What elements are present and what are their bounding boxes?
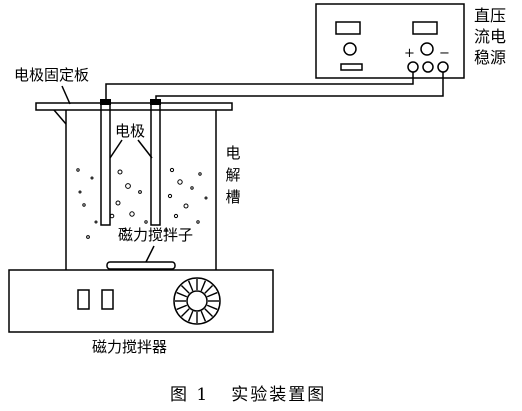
- label-magnetic-stir-bar: 磁力搅拌子: [118, 226, 194, 244]
- bubble: [121, 227, 127, 233]
- bubble: [125, 183, 131, 189]
- dial-rib: [200, 280, 207, 292]
- bubble: [76, 168, 80, 172]
- stirrer-switch-1: [77, 289, 90, 310]
- electrode-left: [100, 100, 111, 226]
- dial-rib: [180, 308, 190, 318]
- magnetic-stir-bar: [106, 261, 176, 270]
- dial-rib: [204, 308, 214, 318]
- plate-support: [53, 109, 67, 125]
- label-electrode-fixing-plate: 电极固定板: [14, 66, 90, 84]
- magnetic-stirrer-base: [8, 269, 274, 333]
- power-knob-left: [343, 42, 357, 56]
- dial-rib: [200, 310, 207, 322]
- label-minus: −: [439, 46, 450, 61]
- bubble: [177, 179, 183, 185]
- bubble: [190, 186, 194, 190]
- bubble: [115, 200, 121, 206]
- bubble: [167, 193, 173, 199]
- label-electrode: 电极: [115, 122, 146, 140]
- bubble: [183, 203, 189, 209]
- electrode-fixing-plate: [35, 102, 233, 111]
- terminal-plus: [407, 61, 419, 73]
- dial-rib: [176, 291, 188, 298]
- screw-right: [150, 99, 161, 105]
- bubble: [94, 220, 98, 224]
- bubble: [164, 228, 168, 232]
- power-switch: [340, 63, 363, 71]
- bubble: [144, 220, 148, 224]
- label-plus: +: [404, 46, 415, 61]
- dial-rib: [204, 284, 214, 294]
- bubble: [109, 213, 115, 219]
- label-power-supply-line2: 流电: [474, 27, 507, 46]
- power-display-right: [412, 21, 438, 35]
- label-magnetic-stirrer: 磁力搅拌器: [92, 338, 168, 356]
- power-display-left: [335, 21, 361, 35]
- figure-number: 图 1: [170, 385, 210, 405]
- dial-rib: [187, 280, 194, 292]
- bubble: [198, 172, 202, 176]
- dial-rib: [176, 304, 188, 311]
- figure-title: 实验装置图: [231, 385, 327, 405]
- label-tank-char-3: 槽: [225, 188, 241, 206]
- dial-rib: [187, 310, 194, 322]
- leader-electrode-left: [109, 139, 123, 159]
- electrolyte-bubbles: [76, 167, 208, 239]
- screw-left: [100, 99, 111, 105]
- dial-rib: [206, 304, 218, 311]
- wire-negative: [155, 72, 444, 101]
- bubble: [196, 220, 200, 224]
- bubble: [86, 235, 90, 239]
- bubble: [117, 169, 123, 175]
- wire-positive: [105, 72, 414, 101]
- stirrer-dial-inner: [186, 290, 208, 312]
- terminal-minus: [437, 61, 449, 73]
- bubble: [129, 211, 135, 217]
- stirrer-dial-ribs: [175, 279, 219, 323]
- electrode-right: [150, 100, 161, 226]
- bubble: [90, 176, 94, 180]
- figure-caption: 图 1 实验装置图: [170, 380, 326, 405]
- terminal-middle: [422, 61, 434, 73]
- power-supply-box: [315, 3, 465, 79]
- stirrer-switch-2: [101, 289, 114, 310]
- dial-rib: [206, 291, 218, 298]
- bubble: [169, 167, 175, 173]
- power-knob-right: [420, 42, 434, 56]
- label-power-supply-line1: 直压: [474, 6, 507, 25]
- bubble: [204, 196, 208, 200]
- label-tank-char-1: 电: [225, 144, 241, 162]
- bubble: [138, 190, 142, 194]
- bubble: [82, 203, 86, 207]
- leader-plate: [61, 85, 71, 105]
- leader-stir-bar: [145, 245, 155, 263]
- leader-electrode-right: [137, 139, 153, 159]
- bubble: [173, 213, 179, 219]
- dial-rib: [180, 284, 190, 294]
- label-power-supply-line3: 稳源: [474, 48, 507, 67]
- stirrer-dial-outer: [173, 277, 221, 325]
- bubble: [78, 190, 82, 194]
- label-tank-char-2: 解: [225, 166, 241, 184]
